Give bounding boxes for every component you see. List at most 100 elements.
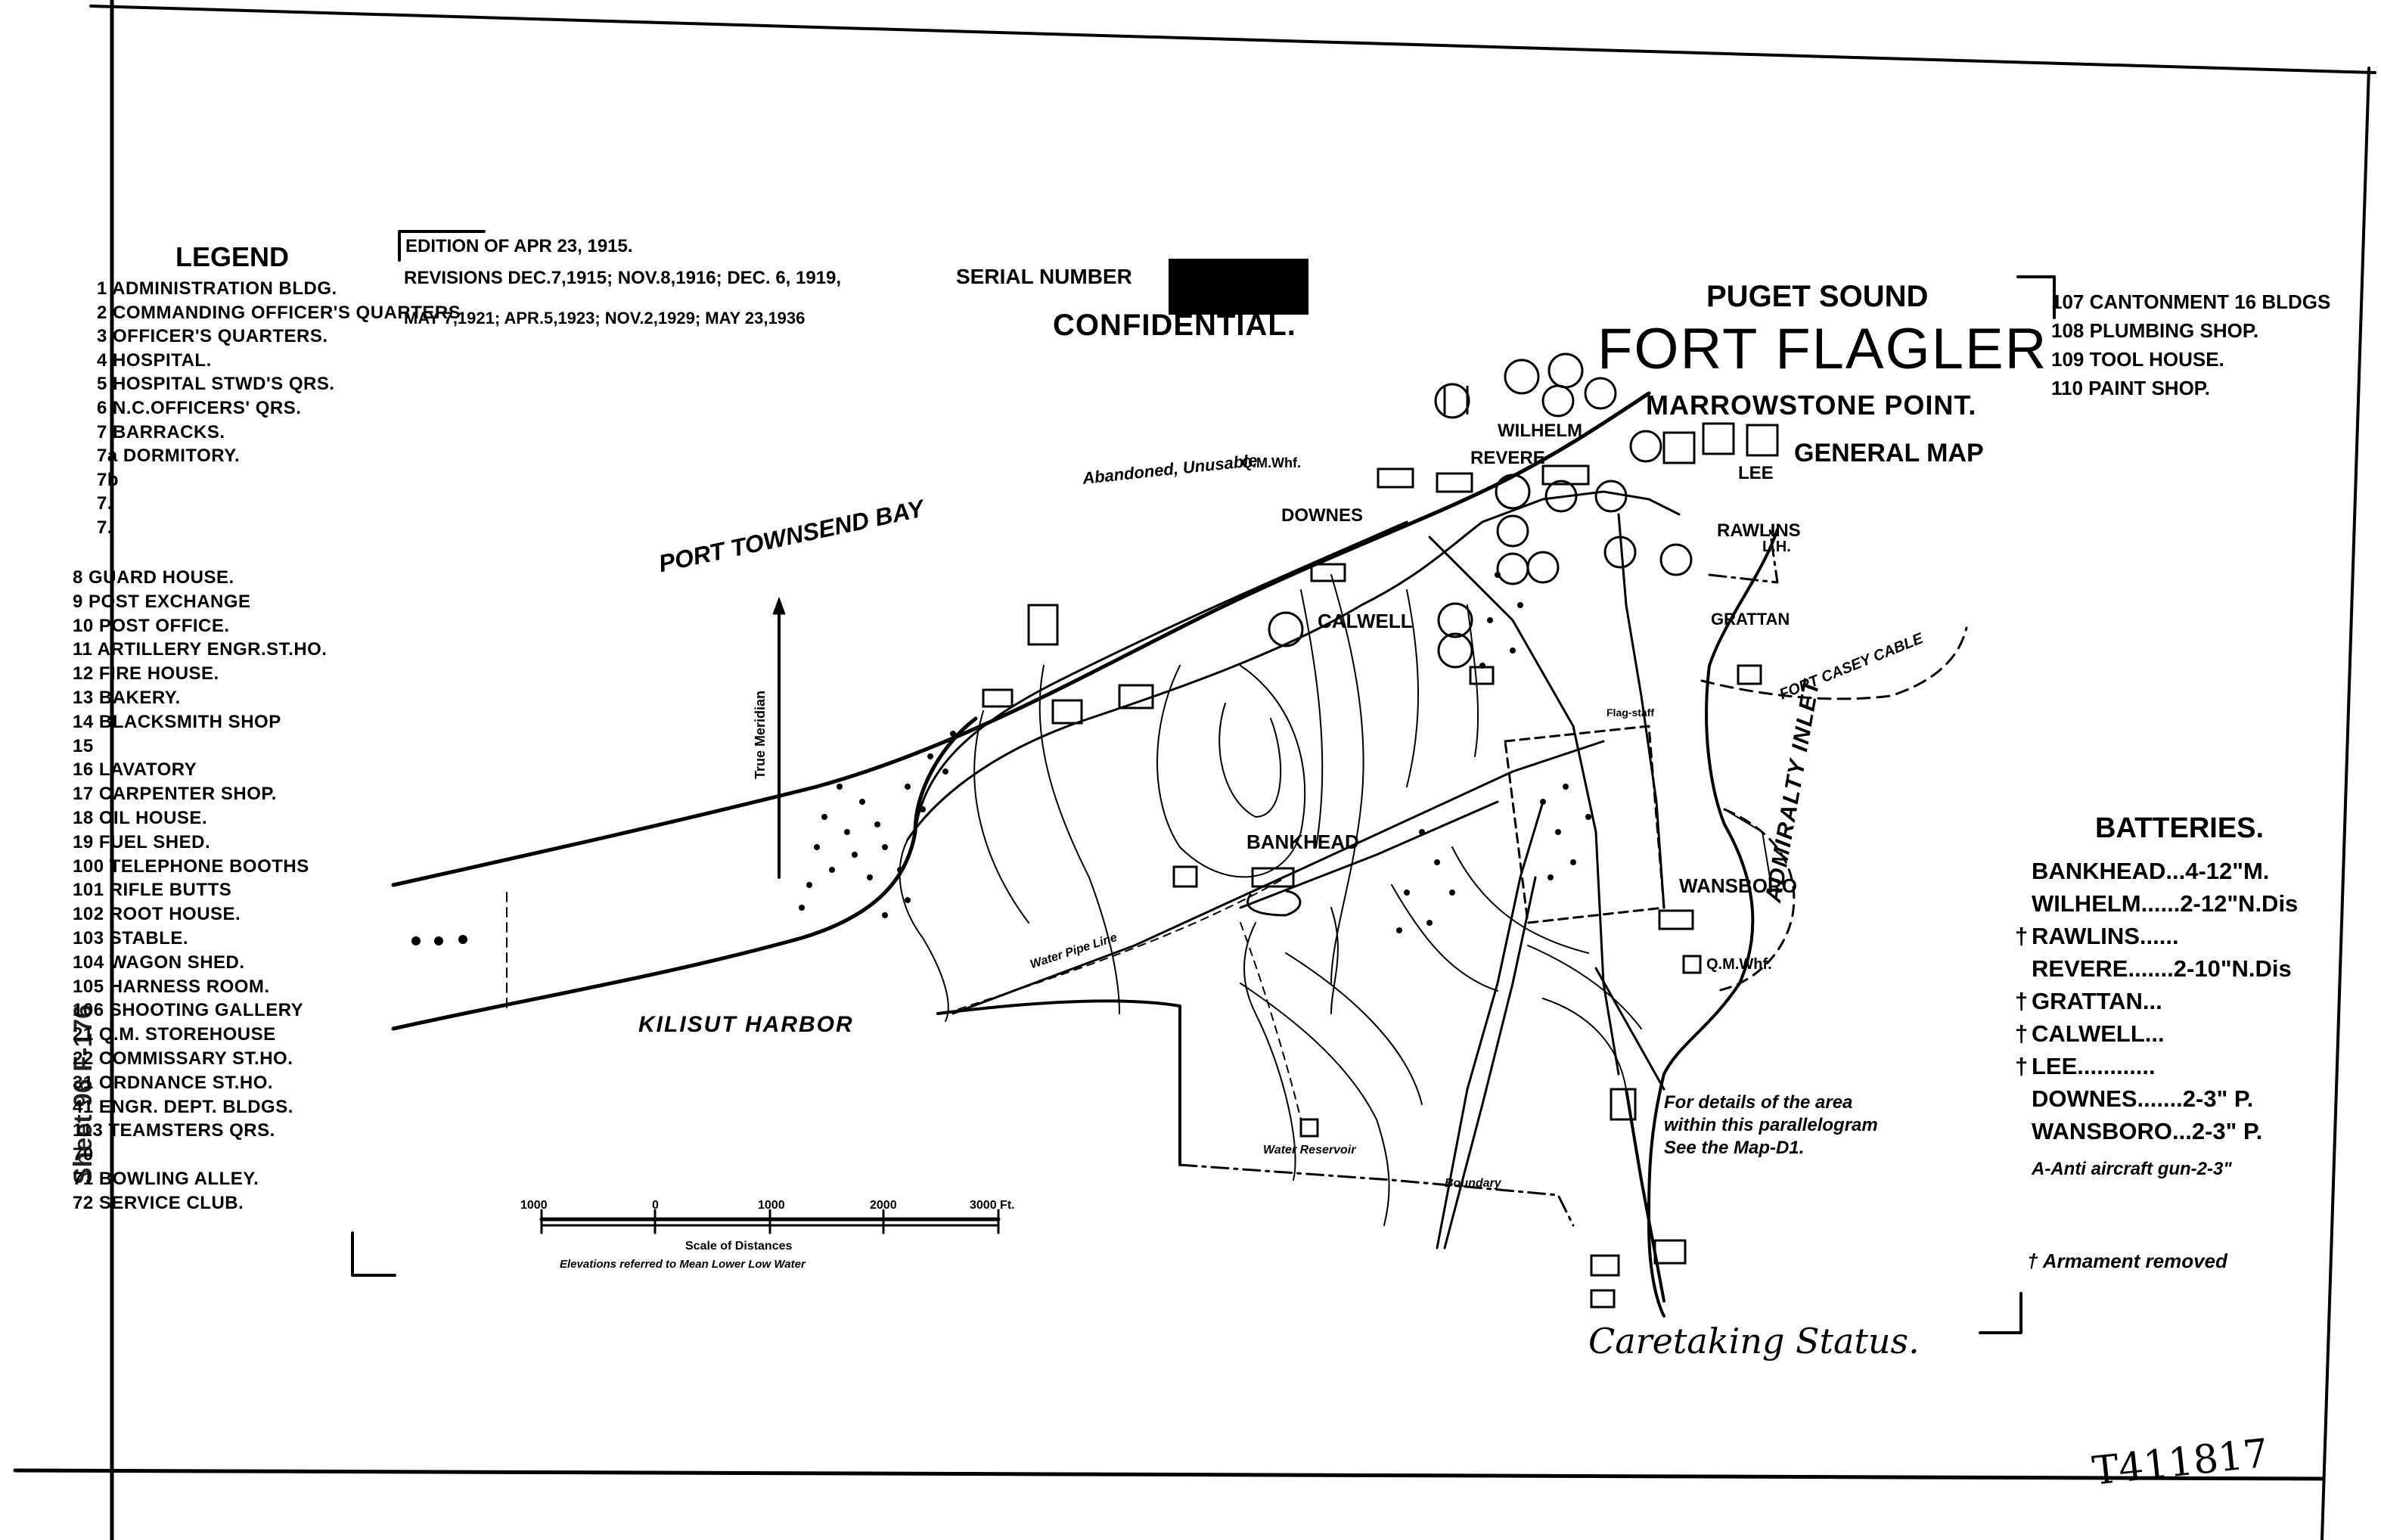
details-note-1: For details of the area	[1664, 1092, 1853, 1113]
armament-removed-mark: †	[2015, 988, 2029, 1014]
road-diag-2	[1239, 800, 1499, 909]
legend-item: 102 ROOT HOUSE.	[73, 904, 241, 925]
coastline-east	[1647, 528, 1779, 1318]
legend-item: 31 ORDNANCE ST.HO.	[73, 1072, 274, 1093]
legend-item: 7.	[97, 517, 113, 538]
details-note-3: See the Map-D1.	[1664, 1138, 1805, 1158]
legend-item: 7.	[97, 493, 113, 514]
building-list-item: 109 TOOL HOUSE.	[2051, 348, 2224, 371]
battery-text: WANSBORO...2-3" P.	[2032, 1118, 2263, 1144]
detail-parallelogram	[1504, 725, 1665, 924]
border-top	[89, 5, 2376, 74]
batteries-title: BATTERIES.	[2095, 812, 2265, 844]
label-wansboro: WANSBORO	[1679, 874, 1797, 897]
legend-item: 17 CARPENTER SHOP.	[73, 784, 277, 805]
legend-list-1: 1 ADMINISTRATION BLDG.2 COMMANDING OFFIC…	[97, 277, 461, 540]
building-list-item: 107 CANTONMENT 16 BLDGS	[2051, 290, 2331, 313]
legend-title: LEGEND	[175, 241, 290, 272]
label-qm-wharf-north: Q.M.Whf.	[1242, 455, 1301, 470]
contour-7	[1406, 589, 1419, 787]
label-lee: LEE	[1738, 463, 1774, 483]
contour-5	[1038, 665, 1120, 1014]
legend-item: 13 BAKERY.	[73, 687, 181, 708]
region-title: PUGET SOUND	[1706, 280, 1929, 313]
legend-item: 14 BLACKSMITH SHOP	[73, 711, 281, 732]
label-boundary: Boundary	[1445, 1177, 1501, 1190]
legend-item: 103 STABLE.	[73, 927, 189, 949]
legend-item: 72 SERVICE CLUB.	[73, 1192, 244, 1213]
battery-entry: †GRATTAN...	[2015, 985, 2298, 1017]
legend-item: 41 ENGR. DEPT. BLDGS.	[73, 1096, 293, 1117]
scale-tick-2: 1000	[758, 1199, 785, 1212]
batteries-list: BANKHEAD...4-12"M. WILHELM......2-12"N.Di…	[2015, 855, 2298, 1147]
road-diag	[951, 740, 1605, 1015]
battery-text: CALWELL...	[2032, 1020, 2165, 1047]
aa-note: A-Anti aircraft gun-2-3"	[2032, 1159, 2232, 1179]
serial-number-label: SERIAL NUMBER	[956, 265, 1132, 288]
battery-text: BANKHEAD...4-12"M.	[2032, 858, 2270, 884]
caretaking-status: Caretaking Status.	[1588, 1321, 1920, 1361]
legend-item: 6 N.C.OFFICERS' QRS.	[97, 397, 302, 418]
curved-leader	[1724, 809, 1771, 878]
battery-text: RAWLINS......	[2032, 923, 2179, 949]
contour-17	[899, 839, 949, 1022]
bracket-br	[1979, 1292, 2022, 1334]
map-subtitle: MARROWSTONE POINT.	[1646, 390, 1977, 421]
coastline-north	[391, 391, 1651, 887]
battery-text: LEE............	[2032, 1053, 2156, 1079]
battery-text: GRATTAN...	[2032, 988, 2162, 1014]
legend-item: 9 POST EXCHANGE	[73, 591, 251, 612]
battery-entry: †CALWELL...	[2015, 1017, 2298, 1050]
battery-entry: BANKHEAD...4-12"M.	[2032, 855, 2298, 887]
label-wilhelm: WILHELM	[1498, 421, 1582, 441]
armament-removed-mark: †	[2015, 1020, 2029, 1047]
label-calwell: CALWELL	[1318, 610, 1413, 632]
legend-item: 105 HARNESS ROOM.	[73, 976, 270, 997]
label-rawlins: RAWLINS	[1717, 520, 1801, 541]
contour-6	[973, 710, 1029, 924]
label-flag-staff: Flag-staff	[1606, 706, 1654, 719]
confidential-label: CONFIDENTIAL.	[1053, 309, 1296, 342]
reservation-boundary	[1178, 1004, 1575, 1227]
contour-16	[1243, 922, 1296, 1181]
battery-text: WILHELM......2-12"N.Dis	[2032, 890, 2299, 917]
armament-removed-mark: †	[2015, 923, 2029, 949]
label-lighthouse: L.H.	[1762, 539, 1791, 555]
bracket-bl	[351, 1231, 396, 1277]
legend-item: 5 HOSPITAL STWD'S QRS.	[97, 374, 335, 395]
serial-number-redaction	[1169, 259, 1308, 315]
road-fort-1	[1428, 536, 1620, 1076]
legend-item: 15	[73, 735, 94, 756]
legend-item: 10 POST OFFICE.	[73, 615, 230, 636]
scale-tick-0: 1000	[520, 1199, 548, 1212]
contour-14	[1451, 846, 1589, 954]
legend-item: 71 BOWLING ALLEY.	[73, 1168, 259, 1189]
legend-item: 101 RIFLE BUTTS	[73, 880, 232, 901]
label-revere: REVERE	[1470, 448, 1545, 468]
bracket-tl	[398, 230, 486, 262]
legend-item: 113 TEAMSTERS QRS.	[73, 1120, 275, 1141]
legend-item: 12 FIRE HOUSE.	[73, 663, 219, 685]
scale-caption: Scale of Distances	[685, 1240, 793, 1253]
legend-item: 11 ARTILLERY ENGR.ST.HO.	[73, 639, 328, 660]
label-water-reservoir: Water Reservoir	[1263, 1144, 1356, 1157]
label-qm-wharf-south: Q.M.Whf.	[1706, 956, 1772, 973]
building-list-item: 110 PAINT SHOP.	[2051, 377, 2211, 399]
armament-removed-mark: †	[2015, 1053, 2029, 1079]
legend-item: 19 FUEL SHED.	[73, 831, 211, 852]
contour-2	[1218, 703, 1282, 818]
road-south-2	[1443, 876, 1537, 1250]
coastline-south	[391, 716, 978, 1031]
battery-entry: WILHELM......2-12"N.Dis	[2032, 887, 2298, 920]
stipple-areas	[411, 572, 1591, 945]
water-pipe	[945, 877, 1287, 1014]
details-note-2: within this parallelogram	[1664, 1115, 1878, 1135]
battery-entry: WANSBORO...2-3" P.	[2032, 1115, 2298, 1147]
battery-text: DOWNES.......2-3" P.	[2032, 1085, 2254, 1112]
legend-item: 16 LAVATORY	[73, 759, 197, 781]
border-bottom	[13, 1468, 2324, 1481]
label-bankhead: BANKHEAD	[1246, 831, 1359, 853]
